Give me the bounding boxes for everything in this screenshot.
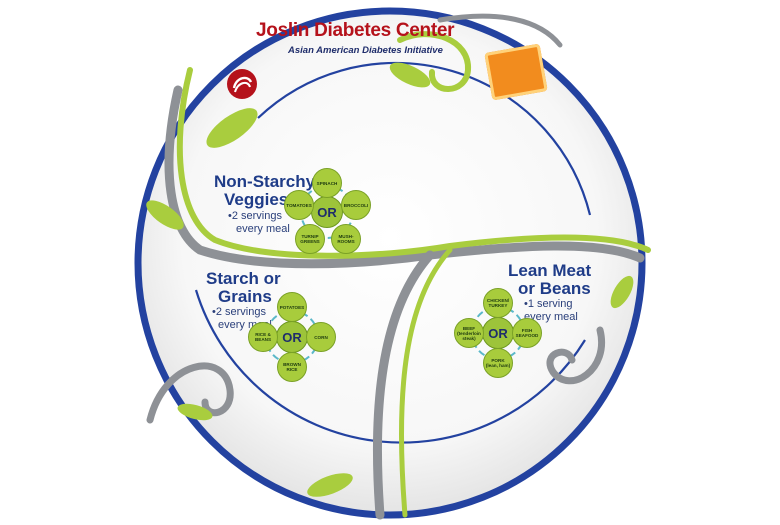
joslin-logo-icon: [227, 69, 257, 99]
food-fish-seafood: FISH SEAFOOD: [512, 318, 542, 348]
starch-or-circle: OR: [276, 321, 308, 353]
vine-curl-right: [546, 326, 606, 385]
meat-note-line2: every meal: [524, 311, 578, 323]
food-mushrooms: MUSH-ROOMS: [331, 224, 361, 254]
veggies-note-line1: •2 servings: [228, 210, 282, 222]
vine-top-right: [437, 13, 563, 48]
vine-gray-lower: [372, 250, 435, 520]
brand-title: Joslin Diabetes Center: [256, 20, 455, 41]
vine-curl-left: [146, 362, 234, 424]
meat-title-line2: or Beans: [518, 279, 591, 298]
starch-note-line1: •2 servings: [212, 306, 266, 318]
food-tomatoes: TOMATOES: [284, 190, 314, 220]
food-spinach: SPINACH: [312, 168, 342, 198]
food-beef: BEEF (tenderloin steak): [454, 318, 484, 348]
veggies-title-line1: Non-Starchy: [214, 172, 316, 191]
brand-block: Joslin Diabetes Center Asian American Di…: [226, 18, 466, 99]
leaf: [307, 473, 353, 497]
leaf: [206, 108, 258, 148]
food-pork: PORK (lean, ham): [483, 348, 513, 378]
meat-title-line1: Lean Meat: [508, 261, 592, 280]
food-rice-beans: RICE & BEANS: [248, 322, 278, 352]
food-potatoes: POTATOES: [277, 292, 307, 322]
leaf: [177, 403, 213, 421]
food-turnip-greens: TURNIP GREENS: [295, 224, 325, 254]
badge-text: [491, 58, 538, 66]
veggies-or-circle: OR: [311, 196, 343, 228]
brand-subtitle: Asian American Diabetes Initiative: [288, 45, 443, 56]
initiative-badge: [484, 43, 548, 101]
starch-title-line1: Starch or: [206, 269, 281, 288]
leaf: [389, 62, 431, 88]
vine-green-lower: [398, 247, 453, 518]
vine-curl-top: [397, 31, 472, 92]
starch-title-line2: Grains: [218, 287, 272, 306]
vine-green-main: [176, 67, 651, 259]
leaf: [146, 200, 184, 230]
inner-rim-upper: [257, 61, 592, 216]
veggies-note-line2: every meal: [236, 223, 290, 235]
food-chicken-turkey: CHICKEN/ TURKEY: [483, 288, 513, 318]
vine-gray-main: [164, 85, 645, 269]
veggies-title-line2: Veggies: [224, 190, 289, 209]
food-corn: CORN: [306, 322, 336, 352]
meat-note-line1: •1 serving: [524, 298, 573, 310]
food-brown-rice: BROWN RICE: [277, 352, 307, 382]
food-broccoli: BROCCOLI: [341, 190, 371, 220]
meat-or-circle: OR: [482, 317, 514, 349]
leaf: [610, 275, 634, 309]
